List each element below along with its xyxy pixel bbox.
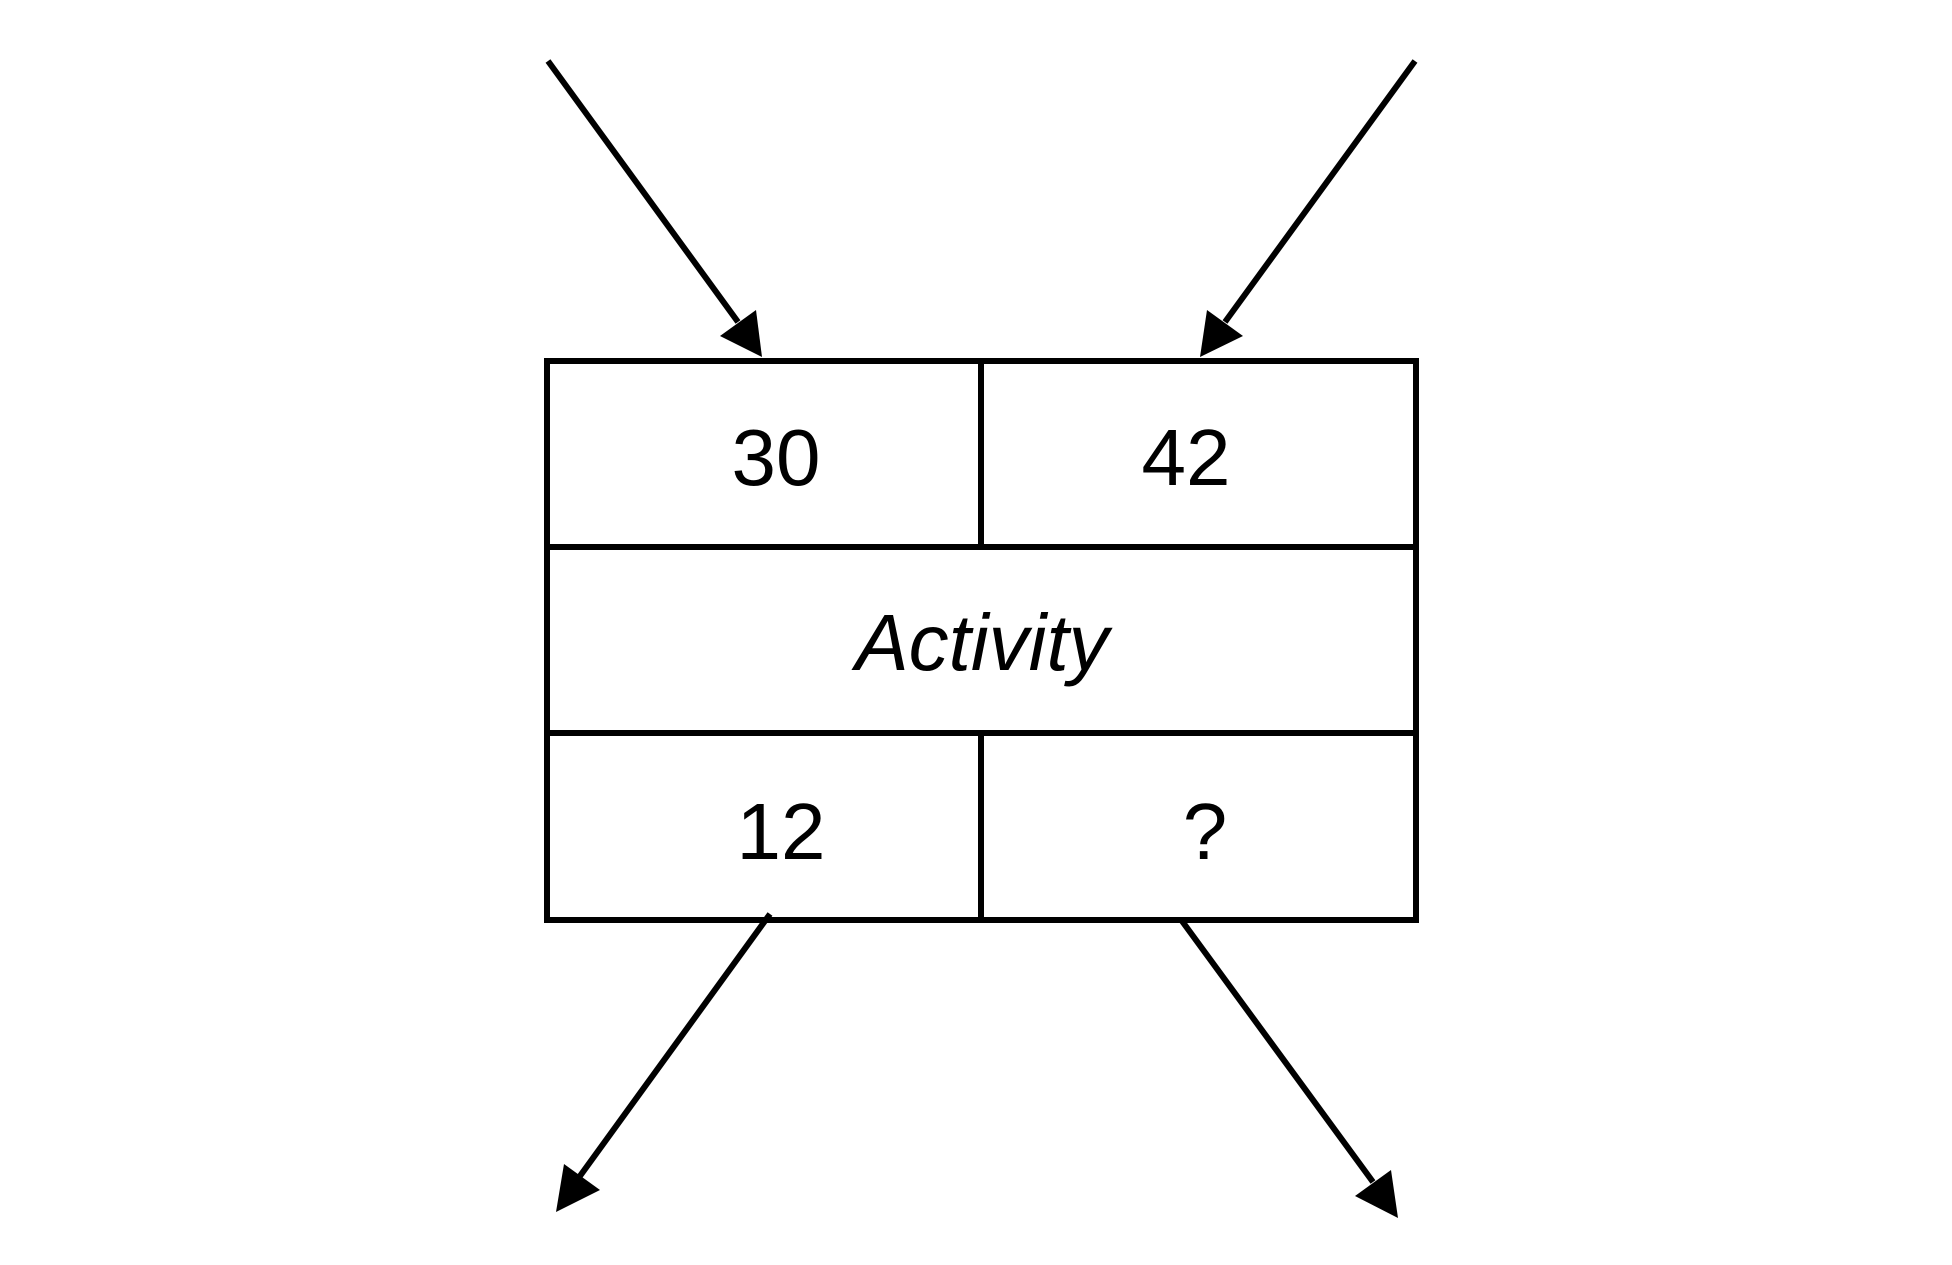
activity-label: Activity	[851, 598, 1113, 687]
incoming-arrow-left	[545, 59, 762, 357]
late-start-value: 12	[737, 787, 826, 876]
outgoing-arrow-left	[556, 912, 773, 1212]
incoming-arrow-right	[1200, 59, 1418, 357]
late-finish-value: ?	[1183, 787, 1228, 876]
early-start-value: 30	[732, 413, 821, 502]
early-finish-value: 42	[1142, 413, 1231, 502]
activity-node: 30 42 Activity 12 ?	[544, 358, 1419, 923]
outgoing-arrow-right	[1179, 919, 1398, 1218]
